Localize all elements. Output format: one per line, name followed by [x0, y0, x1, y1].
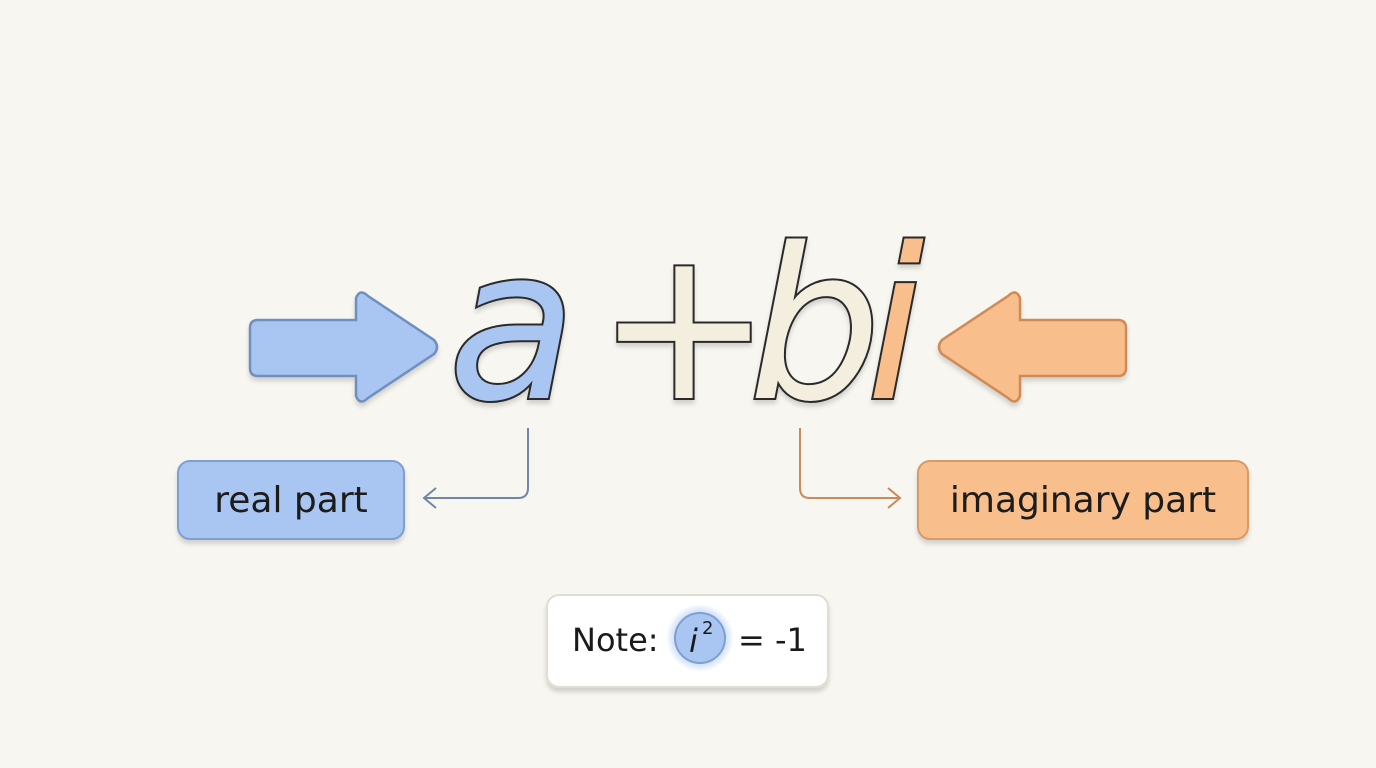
note-exponent: 2	[702, 618, 713, 639]
note-suffix: = -1	[738, 621, 807, 659]
formula-real-a: a	[448, 203, 577, 448]
i-squared-badge	[674, 612, 726, 664]
real-part-label: real part	[177, 460, 405, 540]
formula-imag-i: i	[866, 203, 924, 448]
imaginary-part-text: imaginary part	[950, 480, 1216, 521]
formula-plus: +	[596, 203, 772, 448]
real-connector	[422, 428, 529, 509]
arrow-right-icon	[248, 291, 439, 403]
note-prefix: Note:	[572, 621, 659, 659]
real-part-text: real part	[214, 480, 368, 521]
note-symbol: i	[689, 622, 698, 660]
formula-imag-b: b	[748, 203, 881, 448]
imaginary-connector	[799, 428, 902, 509]
imaginary-part-label: imaginary part	[917, 460, 1249, 540]
note-box: Note: i 2 = -1	[546, 594, 829, 688]
arrow-left-icon	[937, 291, 1128, 403]
